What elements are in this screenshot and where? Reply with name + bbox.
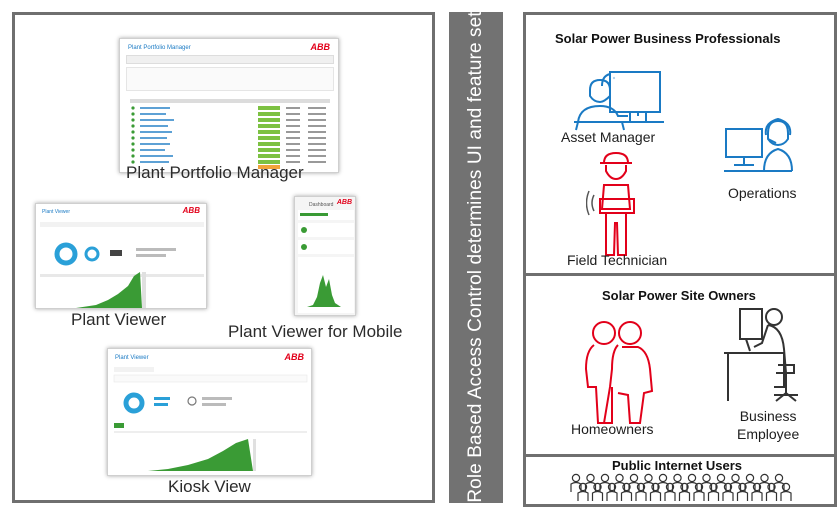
abb-logo: ABB xyxy=(284,352,305,362)
crowd-icon xyxy=(570,473,792,501)
crowd-person-body xyxy=(780,490,792,501)
crowd-person-body xyxy=(620,490,633,501)
abb-logo: ABB xyxy=(310,42,331,52)
crowd-person-head xyxy=(571,473,581,483)
crowd-person-head xyxy=(636,482,646,492)
crowd-person-head xyxy=(644,473,653,483)
field-technician-icon xyxy=(586,151,635,256)
asset-manager-icon xyxy=(574,71,664,131)
access-control-bar: Role Based Access Control determines UI … xyxy=(449,11,503,503)
crowd-person-head xyxy=(622,482,631,492)
crowd-person-body xyxy=(649,490,662,501)
crowd-person-body xyxy=(606,490,618,501)
abb-logo: ABB xyxy=(336,199,352,206)
crowd-person-head xyxy=(752,482,762,492)
crowd-person-head xyxy=(781,482,791,492)
business-employee-icon xyxy=(724,308,798,402)
crowd-person-head xyxy=(767,482,776,492)
plant-portfolio-manager-screenshot: Plant Portfolio Manager ABB xyxy=(119,38,339,173)
plant-viewer-caption: Plant Viewer xyxy=(71,310,167,329)
business-employee-label-line1: Business xyxy=(739,408,797,424)
crowd-person-head xyxy=(586,473,595,483)
plant-viewer-mobile-caption: Plant Viewer for Mobile xyxy=(228,322,403,341)
crowd-person-body xyxy=(678,490,691,501)
screenshot-window-title: Plant Viewer xyxy=(115,355,149,361)
crowd-person-body xyxy=(577,490,589,501)
kiosk-view-screenshot: Plant Viewer ABB xyxy=(107,348,312,476)
crowd-person-head xyxy=(673,473,682,483)
crowd-person-head xyxy=(774,473,784,483)
crowd-person-head xyxy=(600,473,610,483)
site-owners-title: Solar Power Site Owners xyxy=(602,288,756,303)
homeowners-icon xyxy=(584,321,654,424)
crowd-person-head xyxy=(651,482,660,492)
plant-viewer-mobile-screenshot: Dashboard ABB xyxy=(294,196,356,316)
crowd-person-body xyxy=(751,490,763,501)
crowd-person-head xyxy=(578,482,588,492)
crowd-person-head xyxy=(593,482,602,492)
crowd-person-head xyxy=(694,482,704,492)
crowd-person-head xyxy=(709,482,718,492)
crowd-person-head xyxy=(760,473,769,483)
crowd-person-head xyxy=(615,473,624,483)
crowd-person-head xyxy=(687,473,697,483)
app-screenshots-panel: Plant Portfolio Manager ABB xyxy=(12,12,435,503)
crowd-person-body xyxy=(722,490,734,501)
crowd-person-head xyxy=(738,482,747,492)
crowd-person-head xyxy=(629,473,639,483)
screenshot-window-title: Plant Portfolio Manager xyxy=(128,45,191,51)
crowd-person-head xyxy=(731,473,740,483)
access-control-label: Role Based Access Control determines UI … xyxy=(465,11,486,503)
screenshot-window-title: Plant Viewer xyxy=(42,209,70,215)
crowd-person-body xyxy=(635,490,647,501)
screenshot-window-title: Dashboard xyxy=(309,202,334,208)
section-divider xyxy=(526,454,834,457)
business-professionals-title: Solar Power Business Professionals xyxy=(555,31,781,46)
homeowners-label: Homeowners xyxy=(571,421,654,437)
user-roles-panel: Solar Power Business Professionals Asset… xyxy=(523,12,837,507)
crowd-person-body xyxy=(707,490,720,501)
crowd-person-head xyxy=(665,482,675,492)
kiosk-dashboard xyxy=(113,367,308,471)
asset-manager-label: Asset Manager xyxy=(561,129,656,145)
crowd-person-head xyxy=(607,482,617,492)
abb-logo: ABB xyxy=(182,206,200,215)
crowd-person-head xyxy=(716,473,726,483)
section-divider xyxy=(526,273,834,276)
public-internet-users-title: Public Internet Users xyxy=(612,458,743,473)
operations-icon xyxy=(724,117,793,172)
crowd-person-body xyxy=(591,490,604,501)
crowd-person-head xyxy=(702,473,711,483)
crowd-person-head xyxy=(745,473,755,483)
portfolio-table xyxy=(130,99,330,169)
business-employee-label: Business Employee xyxy=(737,407,799,443)
plant-viewer-screenshot: Plant Viewer ABB xyxy=(35,203,207,309)
business-employee-label-line2: Employee xyxy=(737,426,800,442)
field-technician-label: Field Technician xyxy=(567,252,668,268)
crowd-person-body xyxy=(693,490,705,501)
crowd-person-head xyxy=(658,473,668,483)
crowd-person-body xyxy=(664,490,676,501)
operations-label: Operations xyxy=(728,185,797,201)
kiosk-view-caption: Kiosk View xyxy=(168,477,251,496)
plant-viewer-dashboard xyxy=(40,222,204,308)
mobile-dashboard xyxy=(298,210,354,313)
plant-portfolio-manager-caption: Plant Portfolio Manager xyxy=(126,163,304,182)
crowd-person-body xyxy=(736,490,749,501)
crowd-person-body xyxy=(765,490,778,501)
crowd-person-head xyxy=(723,482,733,492)
crowd-person-head xyxy=(680,482,689,492)
